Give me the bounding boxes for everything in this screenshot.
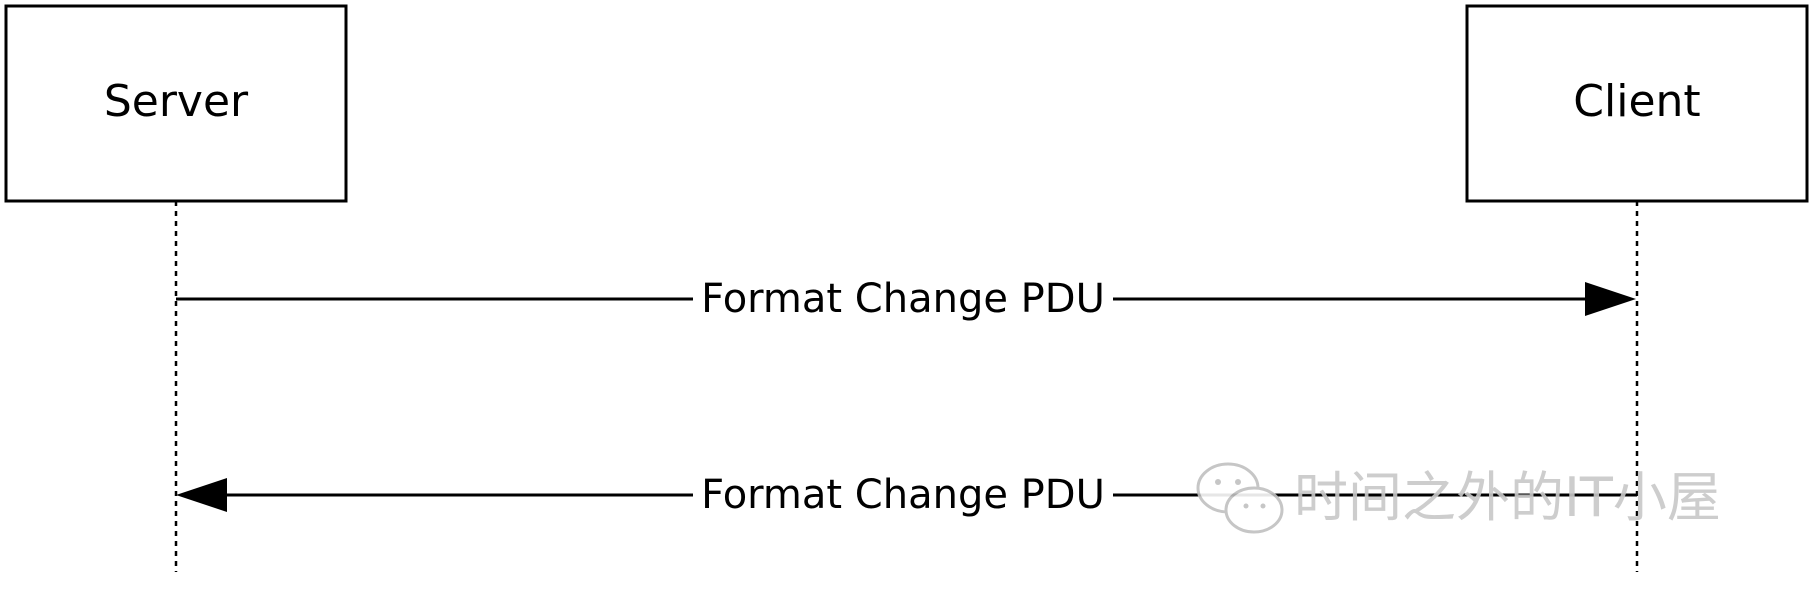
actor-client-label: Client [1573,76,1700,127]
actor-server-label: Server [104,76,249,127]
message-1-arrowhead [1585,282,1636,316]
wechat-icon [1196,462,1284,534]
actor-client: Client [1465,4,1809,203]
message-2-label: Format Change PDU [701,472,1105,518]
actor-server-box [4,4,348,203]
actor-client-box [1465,4,1809,203]
watermark: 时间之外的IT小屋 [1196,462,1721,534]
actor-server: Server [4,4,348,203]
watermark-text: 时间之外的IT小屋 [1294,466,1721,529]
message-server-to-client: Format Change PDU [176,276,1636,322]
message-1-label: Format Change PDU [701,276,1105,322]
message-2-arrowhead [176,478,227,512]
